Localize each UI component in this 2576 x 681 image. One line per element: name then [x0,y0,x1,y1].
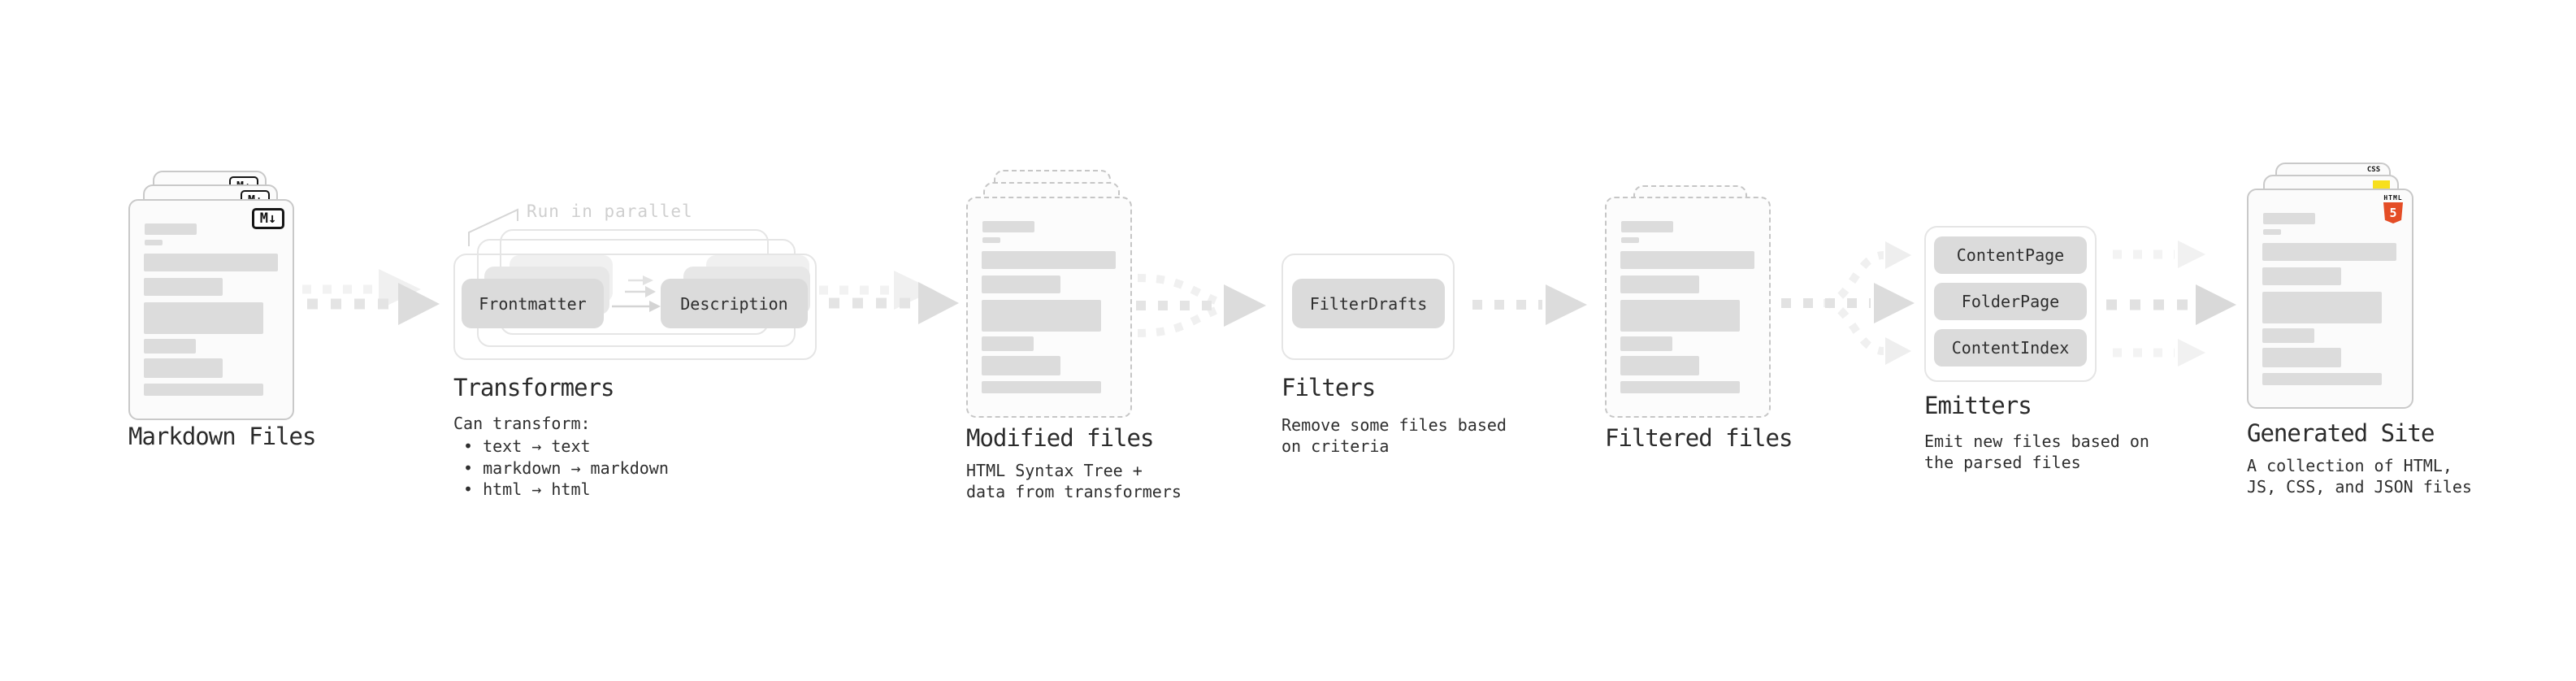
filters-label: Filters [1281,374,1376,401]
skeleton-bar [982,251,1116,269]
skeleton-bar [982,336,1034,351]
skeleton-bar [144,339,196,354]
folderpage-pill: FolderPage [1934,283,2087,320]
emitters-desc: Emit new files based on the parsed files [1924,431,2149,473]
transformer-parallel-arrows [612,275,661,312]
emitters-box [1924,226,2097,382]
markdown-icon: M↓ [252,208,284,229]
html5-number: 5 [2389,206,2397,220]
arrow-markdown-to-transformers [302,269,440,325]
desc-line: the parsed files [1924,453,2081,472]
skeleton-bar [982,356,1060,375]
run-in-parallel-annotation: Run in parallel [527,202,693,221]
skeleton-bar [144,384,263,396]
modified-doc-front [966,197,1132,418]
skeleton-bar [2262,243,2396,261]
emitters-label: Emitters [1924,392,2032,419]
desc-line: A collection of HTML, [2247,456,2452,475]
markdown-files-label: Markdown Files [128,423,316,450]
skeleton-bar [982,237,1000,243]
skeleton-bar [1620,275,1699,293]
transformers-desc-title: Can transform: [453,414,591,433]
skeleton-bar [2263,229,2281,235]
css-word: CSS [2366,166,2381,174]
arrow-modified-to-filters [1136,274,1266,337]
description-pill: Description [661,279,808,328]
skeleton-bar [144,302,263,334]
skeleton-bar [1620,381,1740,393]
generated-site-desc: A collection of HTML, JS, CSS, and JSON … [2247,455,2472,497]
bullet-item: • html → html [463,479,591,499]
bullet-item: • markdown → markdown [463,458,669,478]
contentindex-pill: ContentIndex [1934,329,2087,367]
skeleton-bar [145,240,163,245]
html5-shield: 5 [2383,202,2403,223]
filtered-doc-front [1605,197,1771,418]
desc-line: Remove some files based [1281,415,1507,435]
filters-desc: Remove some files based on criteria [1281,414,1507,457]
generated-doc-front: HTML 5 [2247,189,2413,409]
bullet-item: • text → text [463,436,591,456]
html5-icon: HTML 5 [2383,194,2404,223]
skeleton-bar [2263,213,2315,224]
filterdrafts-pill: FilterDrafts [1292,279,1445,328]
skeleton-bar [1620,336,1672,351]
skeleton-bar [1620,251,1754,269]
desc-line: HTML Syntax Tree + [966,461,1143,480]
desc-line: data from transformers [966,482,1182,501]
frontmatter-pill: Frontmatter [462,279,604,328]
desc-line: Emit new files based on [1924,432,2149,451]
arrow-transformers-to-modified [819,271,959,324]
desc-line: JS, CSS, and JSON files [2247,477,2472,497]
arrow-filters-to-filtered [1472,284,1587,325]
skeleton-bar [1620,356,1699,375]
contentpage-pill: ContentPage [1934,236,2087,274]
skeleton-bar [982,275,1060,293]
html5-word: HTML [2383,194,2403,202]
skeleton-bar [2262,348,2341,367]
skeleton-bar [982,381,1101,393]
arrow-emitters-to-generated [2106,241,2236,367]
arrow-filtered-to-emitters [1781,241,1915,365]
skeleton-bar [1620,300,1740,332]
skeleton-bar [144,278,223,296]
skeleton-bar [1621,221,1673,232]
skeleton-bar [144,358,223,378]
markdown-doc-front: M↓ [128,199,294,420]
skeleton-bar [982,300,1101,332]
filtered-files-label: Filtered files [1605,424,1793,452]
transformers-label: Transformers [453,374,615,401]
skeleton-bar [2262,328,2314,343]
annotation-callout-line [468,208,518,246]
skeleton-bar [145,223,197,235]
generated-site-label: Generated Site [2247,419,2435,447]
transformers-bullets: • text → text • markdown → markdown • ht… [463,436,669,501]
desc-line: on criteria [1281,436,1390,456]
skeleton-bar [982,221,1034,232]
skeleton-bar [1621,237,1639,243]
filters-box [1281,254,1455,360]
skeleton-bar [2262,373,2382,385]
skeleton-bar [2262,292,2382,323]
transformer-box-front [453,254,817,360]
modified-files-desc: HTML Syntax Tree + data from transformer… [966,460,1182,502]
skeleton-bar [2262,267,2341,285]
modified-files-label: Modified files [966,424,1154,452]
skeleton-bar [144,254,278,271]
